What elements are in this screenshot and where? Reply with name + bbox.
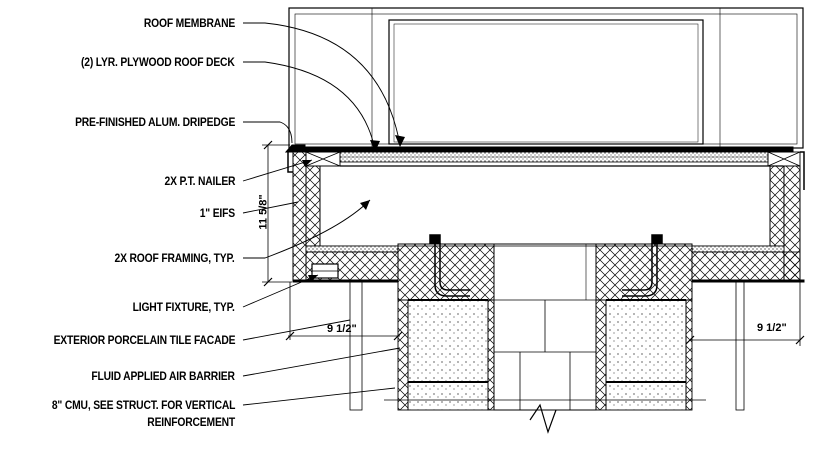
- anchor-bolts: [429, 234, 663, 297]
- label-nailer: 2X P.T. NAILER: [164, 174, 235, 188]
- label-eifs: 1" EIFS: [199, 206, 235, 220]
- label-tile-facade: EXTERIOR PORCELAIN TILE FACADE: [53, 333, 235, 347]
- leader-arrows: [302, 135, 405, 282]
- upper-curb: [288, 7, 804, 149]
- label-dripedge: PRE-FINISHED ALUM. DRIPEDGE: [74, 115, 235, 129]
- label-air-barrier: FLUID APPLIED AIR BARRIER: [91, 369, 236, 383]
- label-cmu: 8" CMU, SEE STRUCT. FOR VERTICAL: [51, 398, 236, 412]
- right-wall: [595, 243, 745, 411]
- dimension-lines: [262, 140, 805, 346]
- label-roof-framing: 2X ROOF FRAMING, TYP.: [114, 251, 235, 265]
- label-light-fixture: LIGHT FIXTURE, TYP.: [132, 300, 235, 314]
- center-opening: [384, 243, 706, 434]
- dim-right-offset: 9 1/2": [757, 322, 787, 334]
- leaders: [242, 22, 401, 406]
- dim-left-offset: 9 1/2": [327, 323, 357, 335]
- label-plywood-roof-deck: (2) LYR. PLYWOOD ROOF DECK: [81, 55, 235, 69]
- label-roof-membrane: ROOF MEMBRANE: [143, 16, 235, 30]
- roof-deck: [284, 144, 805, 190]
- soffit: [292, 245, 805, 283]
- eifs-fascia: [292, 151, 801, 281]
- label-cmu-reinforcement: REINFORCEMENT: [147, 415, 235, 429]
- dim-fascia-height: 11 5/8": [257, 194, 270, 230]
